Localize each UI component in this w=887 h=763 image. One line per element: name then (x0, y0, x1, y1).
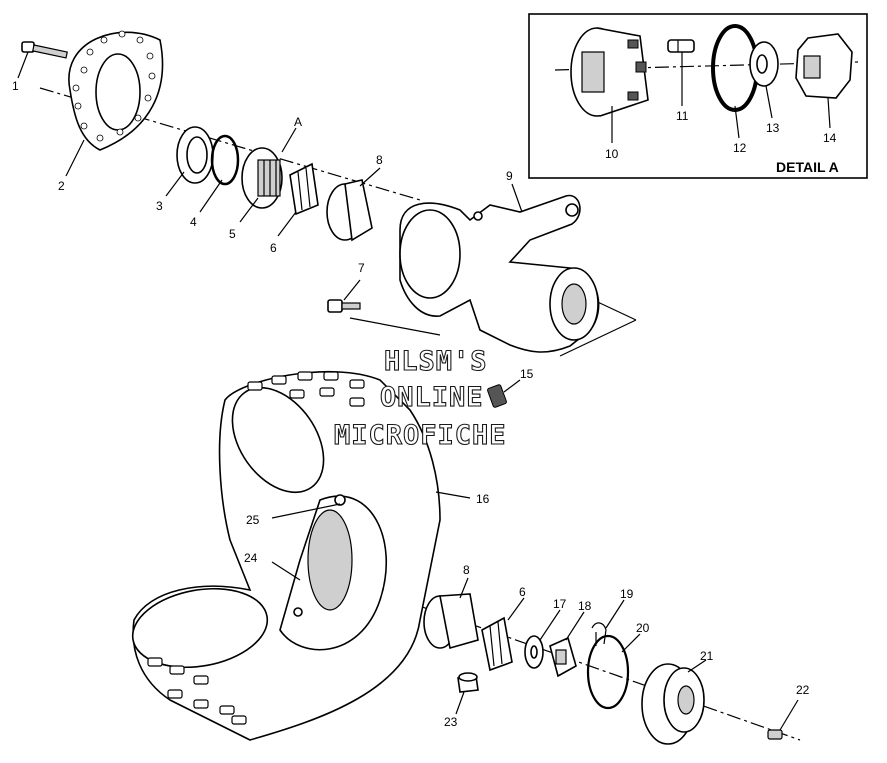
callout-14: 14 (823, 131, 837, 145)
callout-2: 2 (58, 179, 65, 193)
bolt-1 (21, 41, 68, 59)
callout-23: 23 (444, 715, 458, 729)
callout-7: 7 (358, 261, 365, 275)
watermark-line-3: MICROFICHE (334, 420, 507, 451)
callout-6-lower: 6 (519, 585, 526, 599)
bearing-cage-10 (570, 27, 649, 117)
callout-16: 16 (476, 492, 490, 506)
detail-a-panel: DETAIL A (528, 13, 868, 179)
brake-disc-2 (68, 30, 164, 151)
valve-stem-23 (457, 672, 479, 693)
tapered-bearing-6 (289, 162, 319, 216)
detail-a-title: DETAIL A (776, 159, 839, 175)
bearing-race-8 (326, 179, 373, 242)
tire-16 (131, 370, 441, 741)
pin-11 (667, 39, 695, 53)
callout-18: 18 (578, 599, 592, 613)
callout-11: 11 (676, 109, 689, 123)
callout-1: 1 (12, 79, 19, 93)
castle-nut-18 (549, 636, 577, 678)
callout-4: 4 (190, 215, 197, 229)
tapered-bearing-6-lower (481, 616, 513, 672)
ring-4 (210, 134, 240, 186)
cotter-pin-19 (591, 622, 607, 646)
callout-9: 9 (506, 169, 513, 183)
washer-13 (749, 41, 779, 87)
watermark-line-1: HLSM'S (384, 346, 488, 377)
callout-22: 22 (796, 683, 810, 697)
callout-13: 13 (766, 121, 780, 135)
callout-6: 6 (270, 241, 277, 255)
wheel-rim-24 (279, 494, 388, 651)
callout-8-lower: 8 (463, 563, 470, 577)
watermark-line-2: ONLINE (380, 382, 484, 413)
screw-22 (767, 729, 783, 740)
callout-a: A (294, 115, 302, 129)
callout-12: 12 (733, 141, 747, 155)
steering-knuckle-9 (399, 194, 600, 353)
bolt-7 (327, 299, 361, 313)
callout-17: 17 (553, 597, 567, 611)
callout-25: 25 (246, 513, 260, 527)
seal-3 (176, 126, 214, 184)
callout-20: 20 (636, 621, 650, 635)
o-ring-20 (586, 634, 630, 710)
bolt-15 (487, 384, 507, 408)
callout-10: 10 (605, 147, 619, 161)
callout-24: 24 (244, 551, 258, 565)
callout-19: 19 (620, 587, 634, 601)
callout-15: 15 (520, 367, 534, 381)
callout-3: 3 (156, 199, 163, 213)
bearing-race-8-lower (423, 593, 479, 650)
callout-21: 21 (700, 649, 714, 663)
watermark: HLSM'S ONLINE MICROFICHE (333, 345, 507, 451)
callout-labels: 1 2 3 4 5 6 A 7 8 9 10 11 12 13 14 15 16… (12, 79, 837, 729)
callout-5: 5 (229, 227, 236, 241)
hub-cap-21 (641, 663, 705, 745)
leader-lines (17, 51, 799, 731)
bearing-assembly-5 (241, 147, 283, 209)
hex-nut-14 (795, 33, 853, 99)
callout-8: 8 (376, 153, 383, 167)
washer-17 (524, 635, 544, 669)
